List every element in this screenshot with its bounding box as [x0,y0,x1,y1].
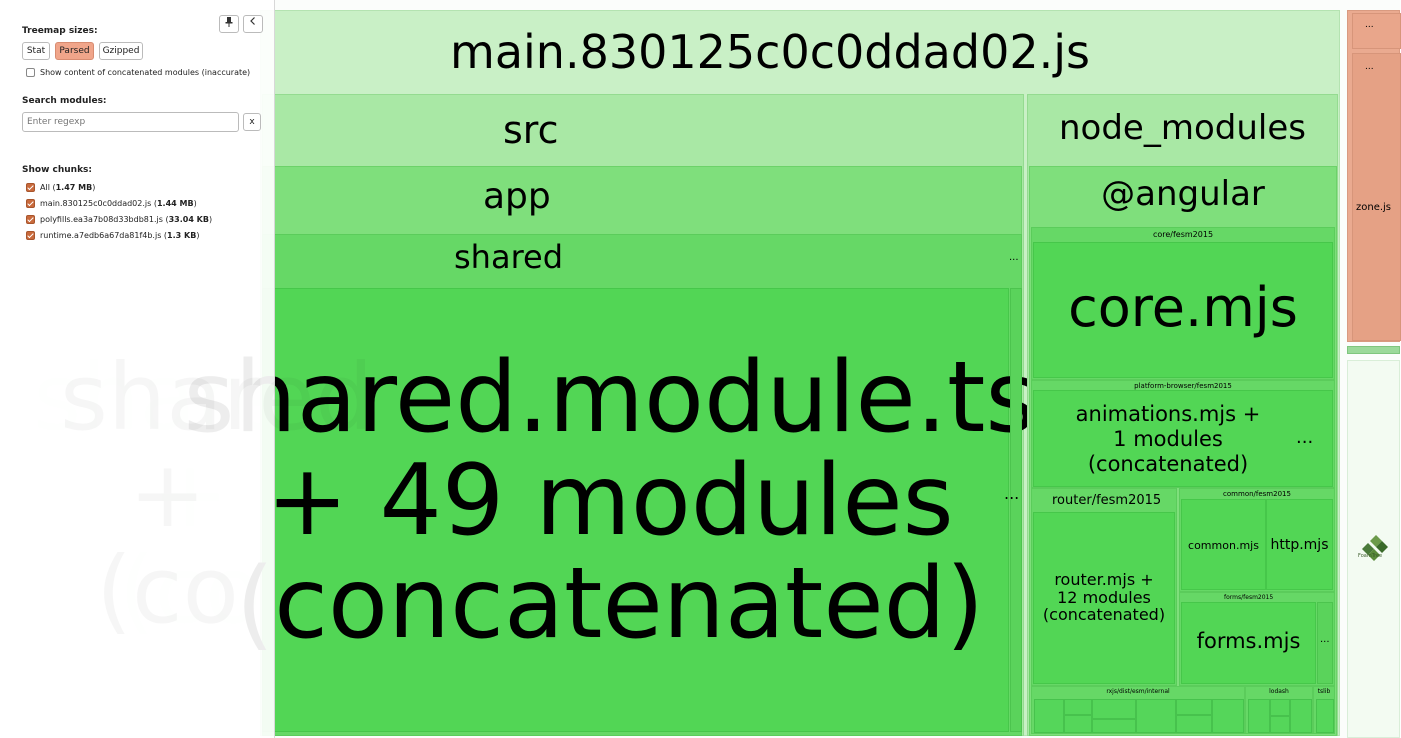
animations-tile[interactable]: animations.mjs + 1 modules (concatenated… [1033,390,1333,487]
tslib-label: tslib [1317,688,1331,695]
main-chunk-label: main.830125c0c0ddad02.js [450,25,1090,79]
src-folder-label: src [503,108,559,152]
ellipsis-animations: ... [1296,427,1314,448]
ellipsis-src: ... [1004,484,1020,503]
core-path-label: core/fesm2015 [1152,230,1214,239]
router-path-label: router/fesm2015 [1052,493,1162,508]
core-mjs-tile[interactable]: core.mjs [1033,242,1333,378]
animations-label: animations.mjs + 1 modules (concatenated… [1075,402,1261,477]
search-input[interactable] [22,112,239,132]
sidebar: Treemap sizes: Stat Parsed Gzipped Show … [0,0,275,738]
ellipsis-shared: ... [1009,252,1019,263]
forms-mjs-tile[interactable]: forms.mjs [1181,602,1316,684]
concat-modules-checkbox[interactable] [26,68,35,77]
lodash-label: lodash [1269,688,1289,695]
runtime-chunk-rest[interactable]: FoamTree [1347,360,1400,738]
chunk-checkbox-main[interactable] [26,199,35,208]
size-stat-button[interactable]: Stat [22,42,50,60]
pin-button[interactable] [219,15,239,33]
shared-module-tile[interactable]: shared.module.ts + 49 modules (concatena… [184,288,1036,732]
chevron-left-icon [248,17,258,29]
router-mjs-label: router.mjs + 12 modules (concatenated) [1042,570,1166,625]
search-modules-title: Search modules: [22,96,107,106]
chunk-row-polyfills[interactable]: polyfills.ea3a7b08d33bdb81.js (33.04 KB) [40,215,213,224]
http-mjs-label: http.mjs [1270,537,1329,553]
shared-side-strip[interactable] [1010,288,1022,732]
common-path-label: common/fesm2015 [1223,490,1291,498]
size-parsed-button[interactable]: Parsed [55,42,94,60]
polyfills-chunk-tile[interactable]: ... ... zone.js [1347,10,1401,342]
core-mjs-label: core.mjs [1068,276,1298,339]
angular-folder-label: @angular [1101,174,1265,214]
http-mjs-tile[interactable]: http.mjs [1266,499,1333,590]
treemap-sizes-title: Treemap sizes: [22,26,98,36]
router-mjs-tile[interactable]: router.mjs + 12 modules (concatenated) [1033,512,1175,684]
runtime-chunk-tile[interactable] [1347,346,1400,354]
chunk-row-all[interactable]: All (1.47 MB) [40,183,96,192]
lodash-folder-tile[interactable]: lodash [1245,686,1313,734]
foamtree-label: FoamTree [1358,553,1383,559]
forms-path-label: forms/fesm2015 [1224,594,1274,601]
zone-js-label: zone.js [1355,202,1392,213]
collapse-sidebar-button[interactable] [243,15,263,33]
concat-modules-label: Show content of concatenated modules (in… [40,68,251,77]
size-gzipped-button[interactable]: Gzipped [99,42,143,60]
rxjs-folder-tile[interactable]: rxjs/dist/esm/internal [1031,686,1245,734]
rxjs-path-label: rxjs/dist/esm/internal [1106,688,1170,695]
chunk-checkbox-runtime[interactable] [26,231,35,240]
pin-icon [224,17,234,30]
chunk-row-runtime[interactable]: runtime.a7edb6a67da81f4b.js (1.3 KB) [40,231,200,240]
common-mjs-tile[interactable]: common.mjs [1181,499,1266,590]
chunk-checkbox-polyfills[interactable] [26,215,35,224]
platform-browser-path-label: platform-browser/fesm2015 [1134,382,1232,390]
foamtree-logo: FoamTree [1358,531,1390,561]
chunk-checkbox-all[interactable] [26,183,35,192]
ellipsis-polyfills-2: ... [1365,62,1374,72]
app-folder-label: app [483,176,551,217]
common-mjs-label: common.mjs [1188,539,1259,552]
clear-search-button[interactable]: x [243,113,261,131]
ellipsis-polyfills-1: ... [1365,20,1374,30]
tslib-folder-tile[interactable]: tslib [1313,686,1335,734]
shared-folder-label: shared [454,238,564,276]
show-chunks-title: Show chunks: [22,165,93,175]
chunk-row-main[interactable]: main.830125c0c0ddad02.js (1.44 MB) [40,199,197,208]
node-modules-label: node_modules [1059,108,1306,148]
forms-side-strip[interactable]: ... [1317,602,1333,684]
shared-module-label: shared.module.ts + 49 modules (concatena… [183,341,1037,661]
forms-mjs-label: forms.mjs [1196,629,1301,653]
ellipsis-forms: ... [1320,634,1330,645]
sidebar-ghost-overlay: shared + (co [60,350,275,640]
